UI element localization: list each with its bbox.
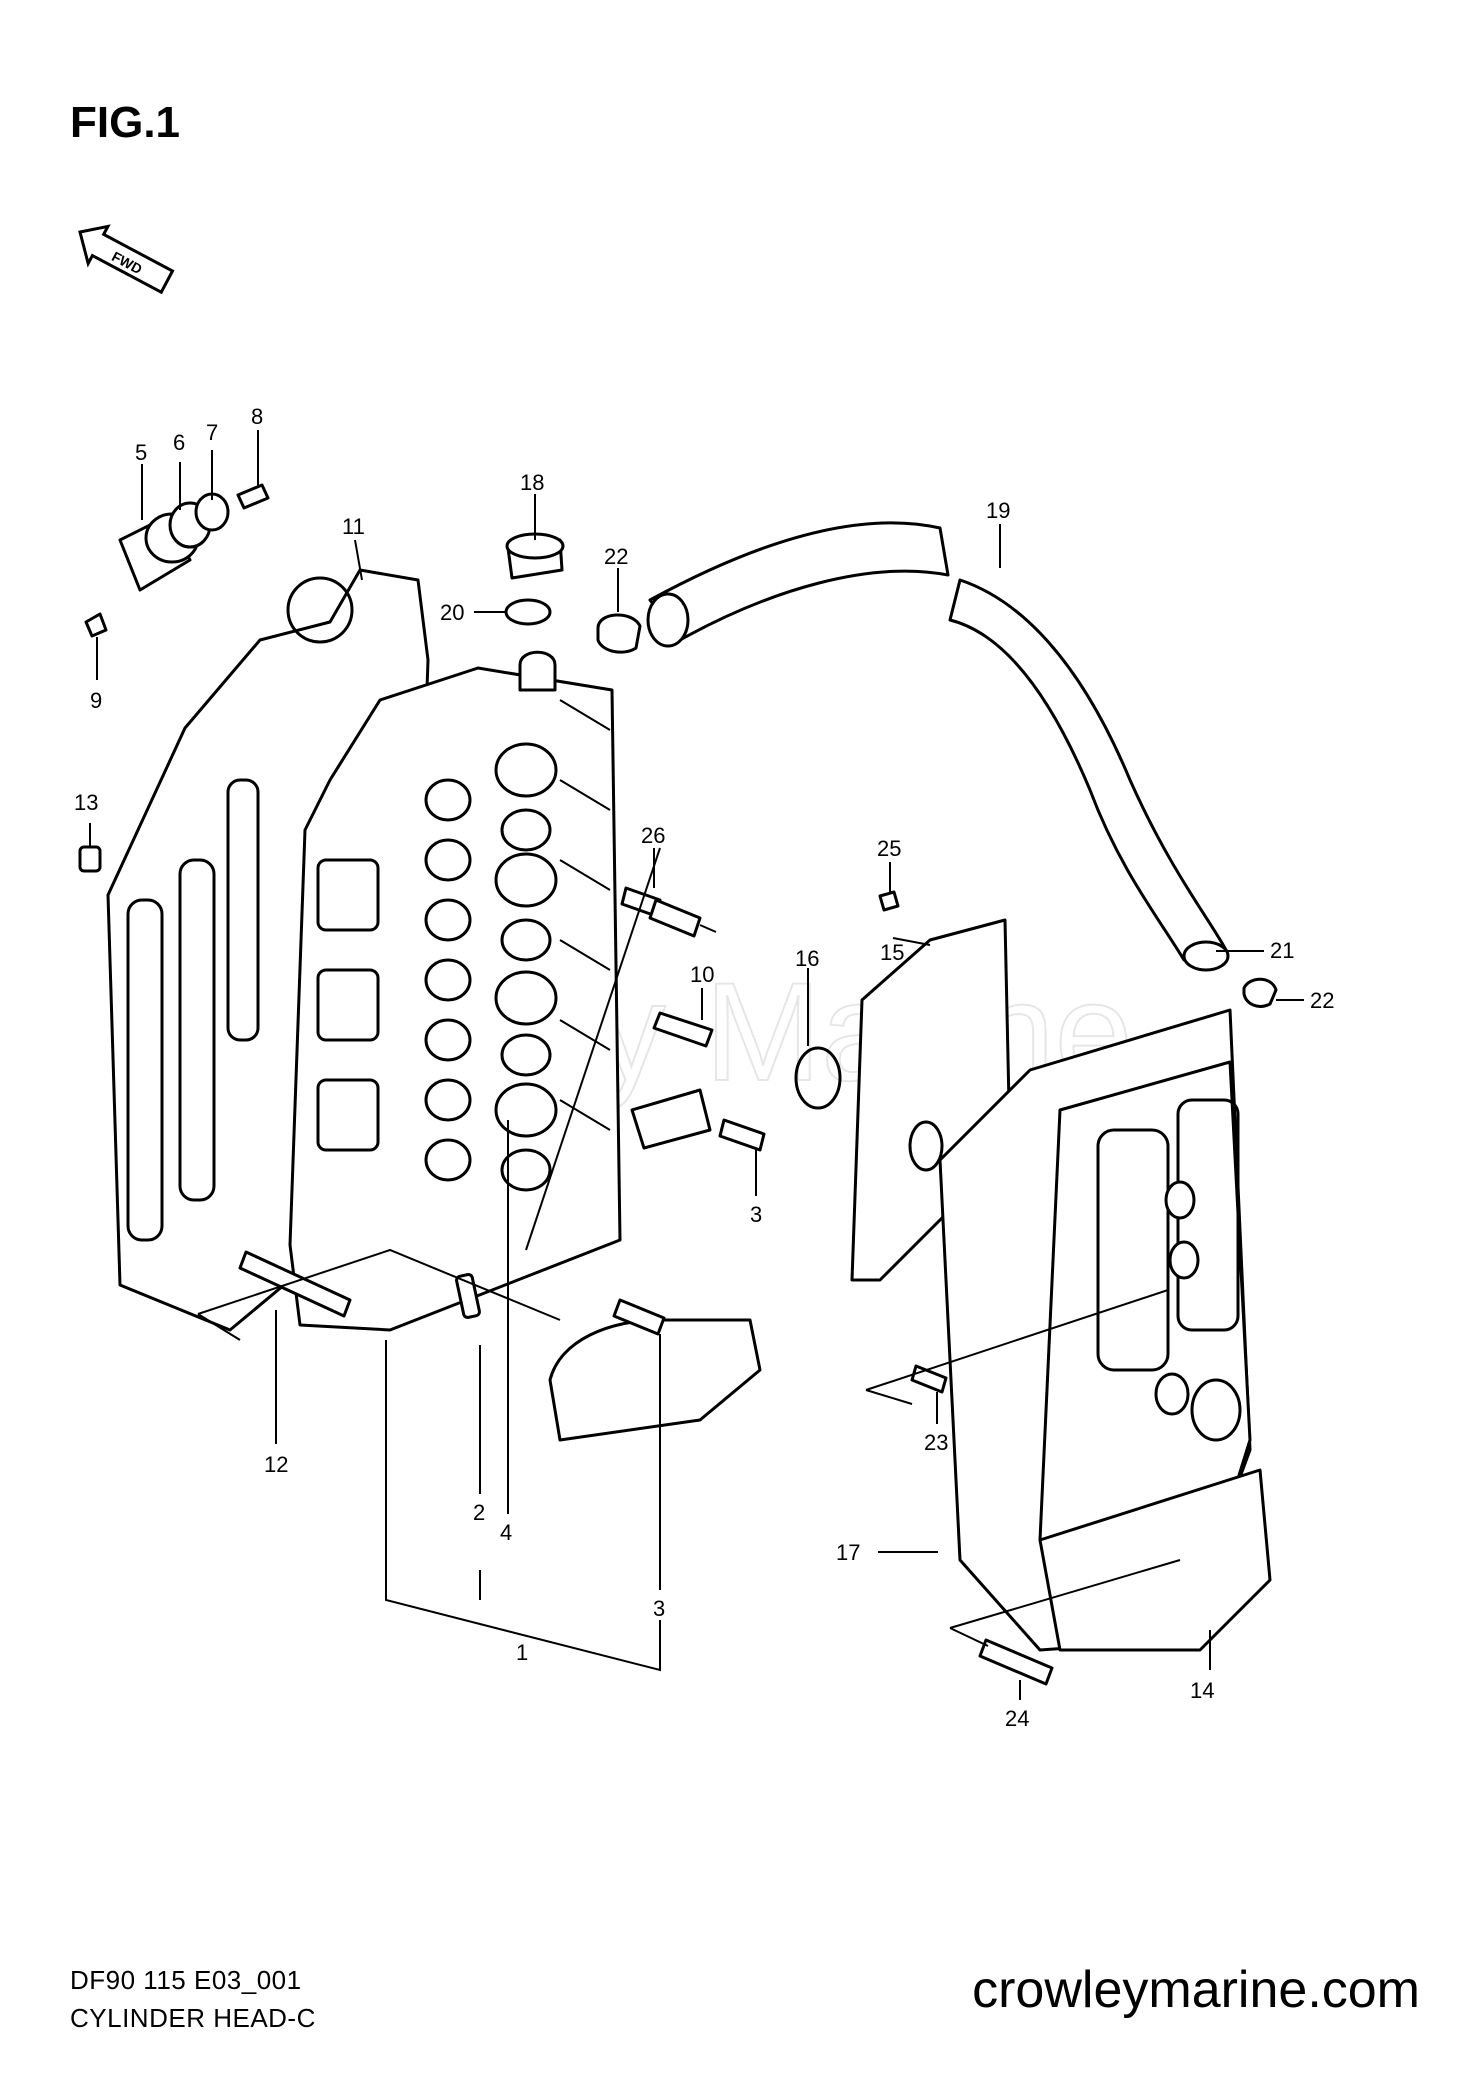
cylinder-head xyxy=(288,650,622,1332)
thermostat-cover xyxy=(84,483,270,638)
callout-19: 19 xyxy=(986,498,1010,523)
bolt-12 xyxy=(238,1250,352,1318)
figure-title: FIG.1 xyxy=(70,98,181,147)
callout-labels: 5 6 7 8 9 11 13 18 20 22 19 26 25 16 15 … xyxy=(74,404,1334,1731)
fwd-arrow-icon: FWD xyxy=(78,224,175,295)
callout-14: 14 xyxy=(1190,1678,1214,1703)
callout-21: 21 xyxy=(1270,938,1294,963)
callout-8: 8 xyxy=(251,404,263,429)
callout-25: 25 xyxy=(877,836,901,861)
oring-16 xyxy=(794,1046,842,1110)
bolt-24 xyxy=(978,1638,1054,1686)
cam-journals xyxy=(424,742,558,1192)
callout-12: 12 xyxy=(264,1452,288,1477)
callout-3-lower: 3 xyxy=(653,1596,665,1621)
callout-1: 1 xyxy=(516,1640,528,1665)
callout-5: 5 xyxy=(135,440,147,465)
leader-lines xyxy=(89,430,1304,1700)
spark-plug xyxy=(620,886,717,938)
bolt-10 xyxy=(652,1011,714,1048)
callout-7: 7 xyxy=(206,420,218,445)
cam-cap-upper xyxy=(630,1088,712,1150)
callout-10: 10 xyxy=(690,962,714,987)
callout-23: 23 xyxy=(924,1430,948,1455)
callout-22-top: 22 xyxy=(604,544,628,569)
diagram-code: DF90 115 E03_001 xyxy=(70,1965,302,1995)
callout-11: 11 xyxy=(342,514,365,539)
callout-17: 17 xyxy=(836,1540,860,1565)
callout-22-bottom: 22 xyxy=(1310,988,1334,1013)
callout-15: 15 xyxy=(880,940,904,965)
bolt-25 xyxy=(878,890,900,912)
hose-clamp-top xyxy=(596,613,642,654)
bolt-3-lower xyxy=(612,1298,666,1336)
callout-9: 9 xyxy=(90,688,102,713)
diagram-name: CYLINDER HEAD-C xyxy=(70,2003,316,2033)
callout-20: 20 xyxy=(440,600,464,625)
site-name: crowleymarine.com xyxy=(972,1961,1420,2019)
callout-6: 6 xyxy=(173,430,185,455)
plug-and-oring xyxy=(504,532,565,626)
dowel-13 xyxy=(78,845,102,873)
callout-13: 13 xyxy=(74,790,98,815)
cam-cap-lower xyxy=(548,1318,762,1442)
callout-16: 16 xyxy=(795,946,819,971)
cylinder-head-cover xyxy=(938,1008,1272,1652)
hose-clamp-bottom xyxy=(1242,977,1278,1008)
callout-2: 2 xyxy=(473,1500,485,1525)
callout-3-upper: 3 xyxy=(750,1202,762,1227)
water-hose xyxy=(646,521,1230,972)
callout-24: 24 xyxy=(1005,1706,1029,1731)
callout-18: 18 xyxy=(520,470,544,495)
callout-26: 26 xyxy=(641,823,665,848)
callout-4: 4 xyxy=(500,1520,512,1545)
bolt-3-upper xyxy=(718,1118,766,1152)
